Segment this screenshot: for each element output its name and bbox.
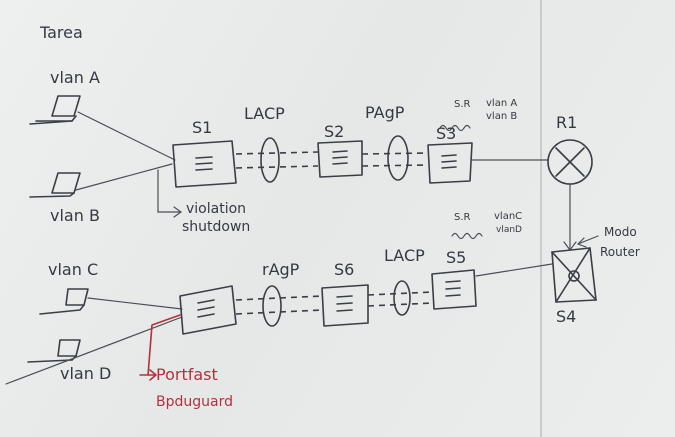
cable-pc-c-s [87,297,183,310]
cable-pc-b-s1 [75,163,173,191]
s5-note-sr: S.R [454,212,471,223]
violation-note: violation [186,201,247,217]
label-lacp-top: LACP [244,104,285,123]
portfast-arrow [139,314,181,381]
s3-note-vlan-a: vlan A [486,98,518,109]
switch-lower-left-icon [179,285,237,335]
switch-s6-icon [321,284,369,327]
page-title: Tarea [40,23,83,42]
switch-s1-icon [172,140,237,188]
label-vlan-b: vlan B [50,206,100,225]
label-ragp: rAgP [262,260,300,279]
label-vlan-c: vlan C [48,260,99,279]
s3-note-vlan-b: vlan B [486,111,518,122]
label-r1: R1 [556,113,578,132]
shutdown-note: shutdown [182,219,251,235]
router-note: Router [600,245,640,259]
pc-vlan-b-icon [29,172,81,198]
label-s6: S6 [334,260,355,279]
cable-pc-a-s1 [77,111,176,161]
label-s5: S5 [446,248,467,267]
violation-arrow [157,169,183,218]
s3-note-bracket [439,124,471,132]
label-lacp-bottom: LACP [384,246,425,265]
label-vlan-a: vlan A [50,68,100,87]
label-s2: S2 [324,122,345,141]
modo-router-arrow [576,235,599,248]
label-s3: S3 [436,124,457,143]
s5-note-bracket [451,232,483,240]
label-pagp: PAgP [365,103,405,122]
switch-s4-icon [551,247,597,303]
etherchannel-s2-s3 [361,135,429,181]
label-vlan-d: vlan D [60,364,112,383]
portfast-note: Portfast [156,365,218,384]
etherchannel-s1-s2 [235,137,319,183]
cable-s5-s4 [475,263,553,277]
pc-vlan-a-icon [29,95,81,125]
etherchannel-left-s6 [235,285,323,327]
label-s4: S4 [556,307,577,326]
router-r1-icon [547,139,593,185]
switch-s3-icon [427,142,473,184]
etherchannel-s6-s5 [367,280,433,316]
bpduguard-note: Bpduguard [156,394,233,410]
switch-s5-icon [431,269,477,310]
modo-note: Modo [604,225,637,239]
s3-note-sr: S.R [454,99,471,110]
s5-note-vlan-c: vlanC [494,211,523,222]
s5-note-vlan-d: vlanD [496,225,522,235]
cable-r1-s4 [563,183,577,251]
cable-pc-d-s [5,316,183,385]
switch-s2-icon [317,140,363,178]
label-s1: S1 [192,118,213,137]
pc-vlan-c-icon [39,288,89,315]
